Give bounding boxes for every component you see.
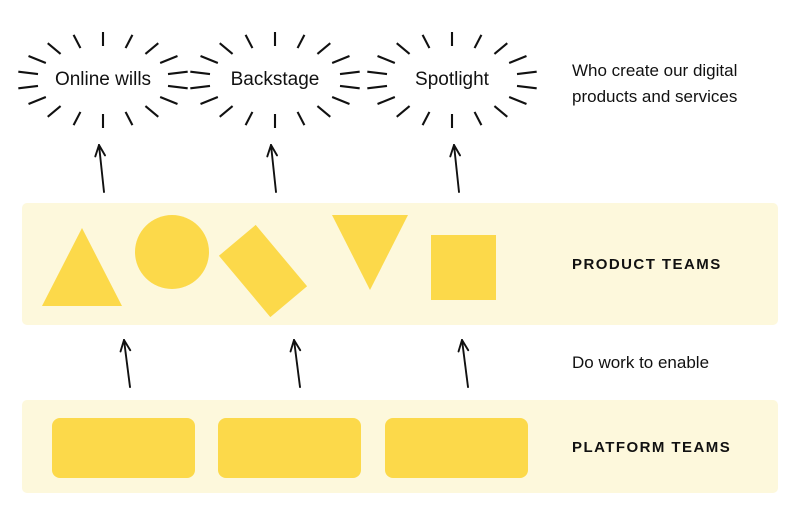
arrow-platform-1 <box>119 339 132 388</box>
arrow-spotlight <box>449 144 461 193</box>
sparkle-burst-icon <box>190 32 360 128</box>
caption-who-create: Who create our digital products and serv… <box>572 61 738 106</box>
platform-block-1 <box>52 418 195 478</box>
product-teams-label: PRODUCT TEAMS <box>572 256 722 273</box>
arrow-backstage <box>266 144 278 193</box>
product-shape-square <box>431 235 496 300</box>
platform-block-2 <box>218 418 361 478</box>
arrow-platform-2 <box>289 339 302 388</box>
product-shape-triangle-down <box>332 215 408 290</box>
sparkle-burst-icon <box>367 32 537 128</box>
burst-spotlight: Spotlight <box>357 25 547 135</box>
arrow-platform-3 <box>457 339 470 388</box>
platform-block-3 <box>385 418 528 478</box>
burst-online-wills: Online wills <box>8 25 198 135</box>
burst-backstage: Backstage <box>180 25 370 135</box>
burst-backstage-label: Backstage <box>230 69 320 90</box>
sparkle-burst-icon <box>18 32 188 128</box>
product-shape-circle <box>135 215 209 289</box>
platform-teams-label: PLATFORM TEAMS <box>572 439 732 456</box>
arrow-online-wills <box>94 144 106 193</box>
caption-do-work-to-enable: Do work to enable <box>572 353 710 372</box>
burst-online-wills-label: Online wills <box>54 69 152 90</box>
product-shape-triangle-up <box>42 228 122 306</box>
burst-spotlight-label: Spotlight <box>415 69 489 90</box>
